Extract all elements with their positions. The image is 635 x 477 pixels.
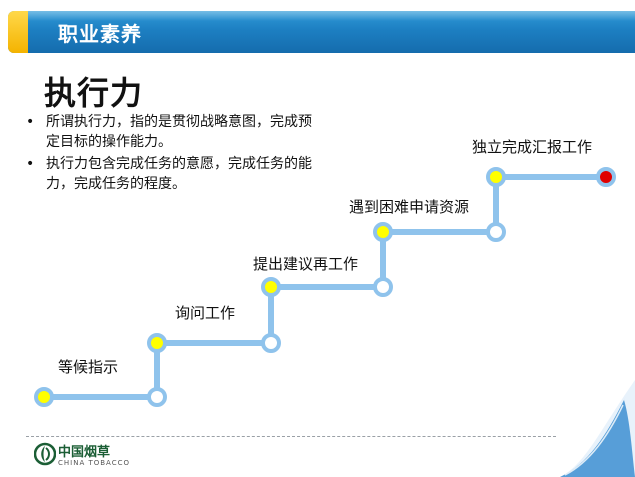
- bullet-dot-icon: •: [26, 114, 35, 130]
- bullet-list: • 所谓执行力，指的是贯彻战略意图，完成预定目标的操作能力。 • 执行力包含完成…: [24, 112, 324, 196]
- bullet-dot-icon: •: [26, 156, 35, 172]
- header-shine: [28, 11, 635, 21]
- footer-divider: [26, 436, 556, 437]
- step-node-start: [34, 387, 54, 407]
- step-node-start: [261, 277, 281, 297]
- step-label: 遇到困难申请资源: [349, 198, 470, 216]
- step-label: 独立完成汇报工作: [472, 138, 593, 156]
- step-node-corner: [261, 333, 281, 353]
- step-label: 等候指示: [58, 358, 119, 376]
- bullet-item: • 所谓执行力，指的是贯彻战略意图，完成预定目标的操作能力。: [24, 112, 324, 152]
- step-node-corner: [373, 277, 393, 297]
- bullet-text: 执行力包含完成任务的意愿，完成任务的能力，完成任务的程度。: [46, 156, 312, 192]
- bullet-text: 所谓执行力，指的是贯彻战略意图，完成预定目标的操作能力。: [46, 114, 312, 150]
- step-node-corner: [147, 387, 167, 407]
- step-node-end: [596, 167, 616, 187]
- main-title: 执行力: [44, 74, 144, 112]
- step-label: 询问工作: [175, 304, 236, 322]
- logo-text-cn: 中国烟草: [58, 445, 111, 460]
- step-node-start: [147, 333, 167, 353]
- header-accent: [8, 11, 28, 53]
- china-tobacco-logo-icon: [34, 442, 56, 466]
- header-bar: [8, 11, 635, 53]
- header-title: 职业素养: [58, 22, 142, 46]
- staircase-line: [41, 174, 609, 400]
- step-node-corner: [486, 222, 506, 242]
- step-node-start: [486, 167, 506, 187]
- step-label: 提出建议再工作: [253, 255, 359, 273]
- step-node-start: [373, 222, 393, 242]
- logo-text-en: CHINA TOBACCO: [58, 459, 131, 467]
- bullet-item: • 执行力包含完成任务的意愿，完成任务的能力，完成任务的程度。: [24, 154, 324, 194]
